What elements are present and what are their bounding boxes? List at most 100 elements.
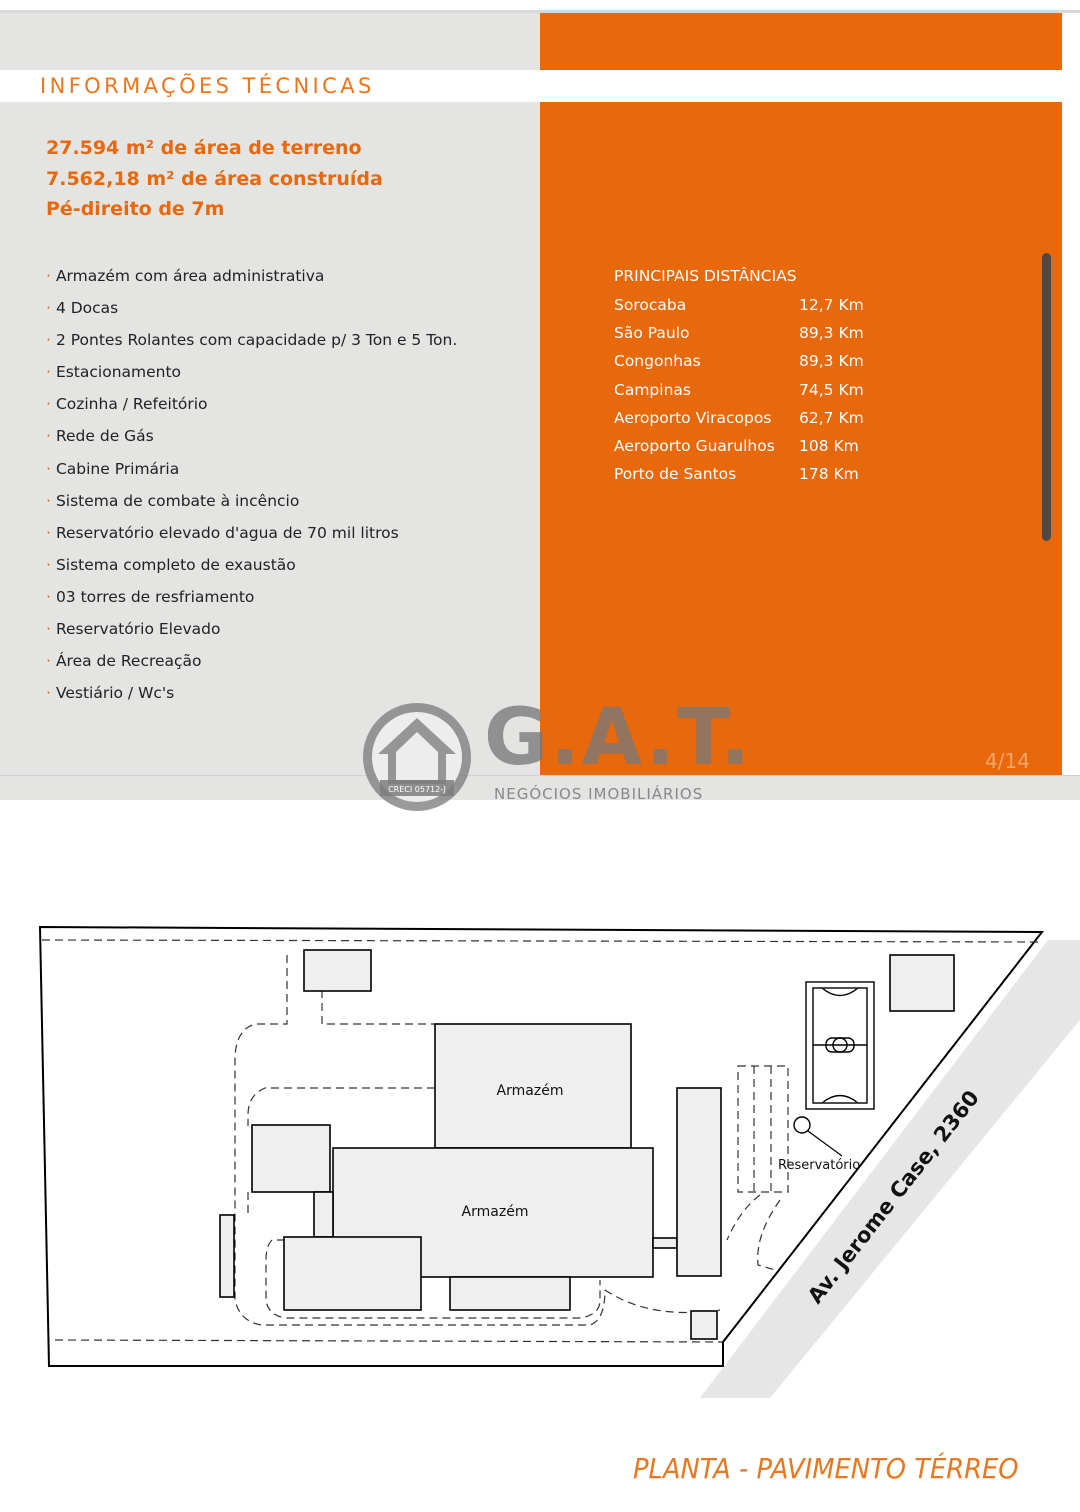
plan-title: PLANTA - PAVIMENTO TÉRREO [633,1452,1019,1485]
distance-value: 89,3 Km [799,324,864,343]
feature-item: ·4 Docas [46,297,457,329]
distance-value: 12,7 Km [799,296,864,314]
bullet-icon: · [46,267,51,285]
feature-text: 03 torres de resfriamento [55,587,255,606]
bullet-icon: · [46,427,51,446]
logo-name: G.A.T. [484,693,753,783]
feature-text: Cozinha / Refeitório [55,395,208,414]
feature-text: Estacionamento [55,363,182,382]
distance-place: São Paulo [614,324,690,343]
street-band [700,940,1080,1398]
distance-place: Porto de Santos [614,465,737,484]
bullet-icon: · [46,395,51,414]
feature-item: ·Cozinha / Refeitório [46,393,457,425]
section-title: INFORMAÇÕES TÉCNICAS [40,74,375,98]
distance-place: Sorocaba [614,296,687,314]
top-rule [0,10,1080,13]
feature-item: ·Sistema completo de exaustão [46,554,457,586]
bullet-icon: · [46,491,51,510]
feature-text: Armazém com área administrativa [55,267,325,285]
spec-ceiling-height: Pé-direito de 7m [46,198,225,220]
bullet-icon: · [46,684,51,703]
spec-land-area: 27.594 m² de área de terreno [46,137,362,159]
feature-item: ·Cabine Primária [46,458,457,490]
feature-text: 2 Pontes Rolantes com capacidade p/ 3 To… [55,331,458,350]
distance-row: São Paulo 89,3 Km [614,322,864,350]
building-corner [889,954,955,1012]
distance-value: 62,7 Km [799,408,864,427]
feature-text: Vestiário / Wc's [55,684,175,703]
feature-item: ·Reservatório Elevado [46,618,457,650]
distance-value: 74,5 Km [799,380,864,399]
distance-place: Aeroporto Guarulhos [614,436,775,455]
feature-text: Sistema completo de exaustão [55,555,296,574]
bullet-icon: · [46,363,51,382]
header-grey-band [0,13,540,70]
bullet-icon: · [46,299,51,318]
logo-creci-text: CRECI 05712-J [388,785,446,794]
page-indicator: 4/14 [985,749,1030,773]
header-orange-band [540,13,1062,70]
feature-item: ·2 Pontes Rolantes com capacidade p/ 3 T… [46,329,457,361]
feature-text: Cabine Primária [55,459,180,478]
distances-panel [540,102,1062,775]
building-small-top [303,949,372,992]
site-plan: Armazém Armazém Reservatório Av. Jerome … [38,925,1080,1398]
bullet-icon: · [46,555,51,574]
feature-item: ·Armazém com área administrativa [46,265,457,297]
sports-court [805,981,875,1110]
distance-row: Aeroporto Guarulhos 108 Km [614,435,864,463]
building-strip-west [219,1214,235,1298]
connector-east [652,1237,678,1249]
logo-house-seal-icon: CRECI 05712-J [363,703,471,811]
feature-text: Rede de Gás [55,427,154,446]
scrollbar[interactable] [1042,253,1051,541]
reservoir-label: Reservatório [778,1158,860,1173]
distance-row: Sorocaba 12,7 Km [614,294,864,322]
feature-item: ·Vestiário / Wc's [46,682,457,714]
feature-item: ·03 torres de resfriamento [46,586,457,618]
bullet-icon: · [46,459,51,478]
spec-built-area: 7.562,18 m² de área construída [46,168,383,190]
feature-text: Reservatório elevado d'agua de 70 mil li… [55,523,399,542]
reservoir-marker [793,1116,843,1157]
warehouse-lower-label: Armazém [462,1204,529,1220]
feature-item: ·Rede de Gás [46,425,457,457]
feature-item: ·Sistema de combate à incêncio [46,490,457,522]
feature-text: Sistema de combate à incêncio [55,491,300,510]
building-guardhouse [690,1310,718,1340]
feature-item: ·Estacionamento [46,361,457,393]
feature-item: ·Área de Recreação [46,650,457,682]
logo-tagline: NEGÓCIOS IMOBILIÁRIOS [494,785,704,803]
distance-value: 89,3 Km [799,352,864,371]
distance-row: Campinas 74,5 Km [614,379,864,407]
distances-title: PRINCIPAIS DISTÂNCIAS [614,267,797,285]
bullet-icon: · [46,652,51,671]
feature-text: Área de Recreação [55,652,202,671]
distance-value: 178 Km [799,465,859,484]
bullet-icon: · [46,331,51,350]
bullet-icon: · [46,587,51,606]
building-east [676,1087,722,1277]
dashed-paths [41,939,1041,1343]
building-south [449,1276,571,1311]
connector-west [313,1191,334,1238]
technical-info-panel [0,102,540,775]
bullet-icon: · [46,523,51,542]
feature-text: Reservatório Elevado [55,620,221,639]
distance-place: Aeroporto Viracopos [614,408,772,427]
distance-value: 108 Km [799,436,859,455]
slide-bottom-band [0,775,1080,800]
building-southwest [283,1236,422,1311]
feature-item: ·Reservatório elevado d'agua de 70 mil l… [46,522,457,554]
building-west [251,1124,331,1193]
distance-row: Porto de Santos 178 Km [614,463,864,491]
distance-place: Campinas [614,380,691,399]
bullet-icon: · [46,620,51,639]
distance-row: Aeroporto Viracopos 62,7 Km [614,407,864,435]
feature-text: 4 Docas [55,299,119,318]
features-list: ·Armazém com área administrativa·4 Docas… [46,265,457,714]
warehouse-upper-label: Armazém [497,1083,564,1099]
